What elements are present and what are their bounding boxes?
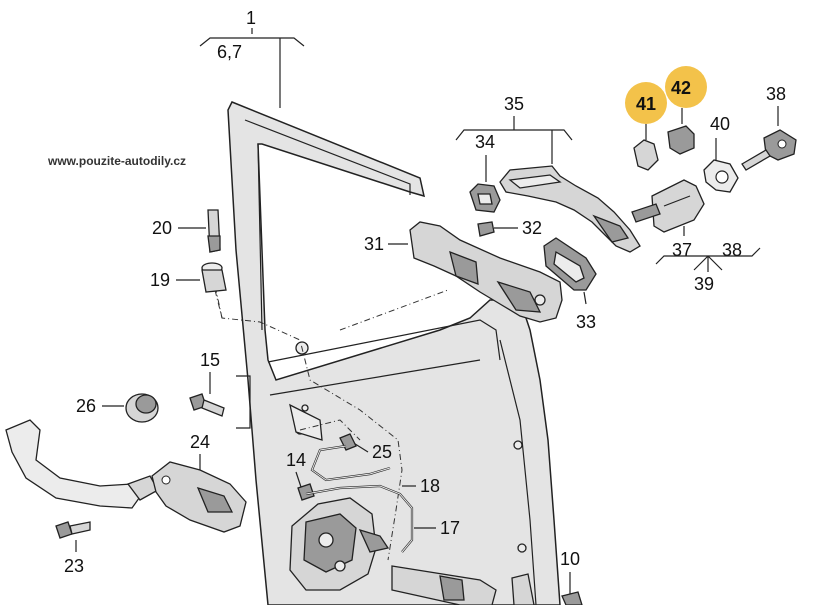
- cap-26: [125, 393, 159, 423]
- label-38-top: 38: [766, 84, 786, 104]
- label-1: 1: [246, 8, 256, 28]
- callout-1: 1 6,7: [199, 8, 305, 108]
- clip-14: [297, 483, 315, 501]
- door-lock-mechanism: [289, 497, 390, 591]
- label-23: 23: [64, 556, 84, 576]
- label-34: 34: [475, 132, 495, 152]
- handle-gasket-34-inner: [477, 193, 493, 205]
- label-14: 14: [286, 450, 306, 470]
- assembly-line-31: [339, 289, 449, 331]
- key-38: [741, 129, 797, 171]
- door-check-strap: [391, 565, 535, 605]
- callout-35: 35: [455, 94, 573, 164]
- label-26: 26: [76, 396, 96, 416]
- label-31: 31: [364, 234, 384, 254]
- lock-cover-42: [667, 125, 695, 155]
- label-42: 42: [671, 78, 691, 98]
- label-37: 37: [672, 240, 692, 260]
- label-25: 25: [372, 442, 392, 462]
- highlight-41: [625, 82, 667, 124]
- label-38-bottom: 38: [722, 240, 742, 260]
- grommet-19: [201, 262, 227, 293]
- handle-bracket-31: [409, 221, 563, 323]
- highlight-42: [665, 66, 707, 108]
- label-41: 41: [636, 94, 656, 114]
- label-20: 20: [152, 218, 172, 238]
- door-frame: [227, 101, 561, 605]
- label-18: 18: [420, 476, 440, 496]
- watermark-text: www.pouzite-autodily.cz: [47, 154, 186, 168]
- label-35: 35: [504, 94, 524, 114]
- label-6-7: 6,7: [217, 42, 242, 62]
- bolt-15: [189, 393, 225, 417]
- gasket-33: [543, 237, 597, 291]
- label-40: 40: [710, 114, 730, 134]
- lock-cap-41: [633, 139, 659, 171]
- label-17: 17: [440, 518, 460, 538]
- screw-32: [477, 221, 495, 237]
- lock-cylinder-37: [631, 179, 705, 233]
- assembly-line-b: [215, 289, 223, 319]
- outer-door-handle: [499, 165, 641, 253]
- label-15: 15: [200, 350, 220, 370]
- label-39: 39: [694, 274, 714, 294]
- assembly-line-19: [214, 289, 403, 561]
- screw-23: [55, 521, 91, 539]
- assembly-line-c: [299, 419, 361, 441]
- label-10: 10: [560, 549, 580, 569]
- inner-handle-rod: [5, 419, 159, 509]
- label-19: 19: [150, 270, 170, 290]
- label-33: 33: [576, 312, 596, 332]
- bracket-15: [236, 375, 251, 429]
- pin-20-tip: [207, 235, 221, 253]
- label-32: 32: [522, 218, 542, 238]
- label-24: 24: [190, 432, 210, 452]
- inner-handle-24: [151, 461, 247, 533]
- bolt-10: [561, 591, 583, 605]
